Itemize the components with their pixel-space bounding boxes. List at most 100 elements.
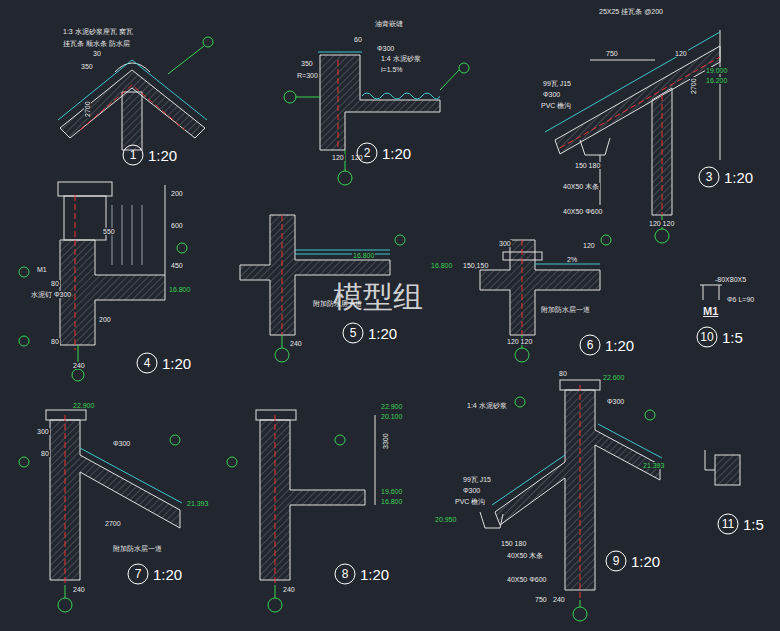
annotation-text: 30	[92, 50, 102, 57]
detail-number: 4	[144, 357, 151, 369]
detail-circle: 11	[717, 513, 739, 535]
elevation-mark: 22.900	[380, 403, 403, 410]
scale-text: 1:20	[148, 148, 177, 163]
scale-text: 1:20	[605, 338, 634, 353]
detail-number: 11	[722, 518, 734, 530]
elevation-mark: 19.600	[380, 488, 403, 495]
annotation-text: 25X25 挂瓦条 @200	[598, 8, 664, 15]
elevation-mark: 16.800	[168, 286, 191, 293]
annotation-text: 350	[80, 63, 94, 70]
annotation-text: 2700	[84, 100, 91, 118]
detail-number: 9	[613, 555, 620, 567]
annotation-text: 99瓦 J15	[542, 80, 572, 87]
annotation-text: M1	[36, 266, 48, 273]
annotation-text: 附加防水层一道	[540, 306, 591, 313]
annotation-text: 水泥钉 Φ300	[30, 291, 72, 298]
detail-circle: 3	[698, 166, 720, 188]
detail-index: 111:5	[717, 513, 764, 535]
detail-circle: 6	[579, 334, 601, 356]
annotation-text: 450	[170, 262, 184, 269]
scale-text: 1:20	[153, 567, 182, 582]
annotation-text: 80	[50, 280, 60, 287]
annotation-text: 1:3 水泥砂浆座瓦 窝瓦	[62, 28, 134, 35]
annotation-text: 240	[72, 586, 86, 593]
annotation-text: Φ300	[462, 487, 481, 494]
detail-circle: 1	[122, 144, 144, 166]
annotation-text: 40X50 木条	[506, 552, 544, 559]
annotation-text: 80	[558, 370, 568, 377]
annotation-text: 150 180	[500, 540, 527, 547]
annotation-text: 300	[36, 428, 50, 435]
annotation-text: 120 120	[648, 220, 675, 227]
elevation-mark: 16.200	[705, 77, 728, 84]
scale-text: 1:20	[382, 146, 411, 161]
annotation-text: 挂瓦条 顺水条 防水层	[62, 40, 131, 47]
detail-circle: 4	[136, 352, 158, 374]
detail-index: 3 1:20	[698, 166, 753, 188]
annotation-text: 120	[331, 154, 345, 161]
scale-text: 1:20	[368, 326, 397, 341]
annotation-text: 300	[498, 240, 512, 247]
annotation-text: 600	[170, 222, 184, 229]
detail-index: 1 1:20	[122, 144, 177, 166]
detail-number: 8	[342, 568, 349, 580]
detail-number: 5	[350, 327, 357, 339]
scale-text: 1:20	[162, 356, 191, 371]
annotation-text: Φ300	[542, 91, 561, 98]
annotation-text: 40X50 Φ600	[506, 576, 547, 583]
detail-number: 7	[135, 568, 142, 580]
annotation-text: Φ300	[376, 45, 395, 52]
annotation-text: 2700	[690, 77, 697, 95]
annotation-text: 40X50 Φ600	[562, 208, 603, 215]
detail-circle: 7	[127, 563, 149, 585]
elevation-mark: 16.800	[430, 262, 453, 269]
annotation-text: 350	[300, 60, 314, 67]
detail-number: 2	[364, 147, 371, 159]
annotation-text: 550	[102, 228, 116, 235]
annotation-text: 油膏嵌缝	[374, 20, 404, 27]
annotation-text: 99瓦 J15	[462, 476, 492, 483]
annotation-text: PVC 檐沟	[454, 498, 486, 505]
annotation-text: 150 180	[574, 162, 601, 169]
annotation-text: M1	[702, 306, 719, 317]
annotation-text: 1:4 水泥砂浆	[466, 402, 508, 409]
elevation-mark: 22.900	[72, 402, 95, 409]
annotation-text: 750	[605, 50, 619, 57]
annotation-text: 80	[40, 450, 50, 457]
annotation-text: 3300	[382, 432, 389, 450]
detail-index: 101:5	[696, 326, 743, 348]
detail-circle: 10	[696, 326, 718, 348]
annotation-text: R=300	[296, 72, 319, 79]
elevation-mark: 20.100	[380, 413, 403, 420]
annotation-text: 附加防水层一道	[112, 545, 163, 552]
annotation-text: 200	[170, 190, 184, 197]
annotation-text: 40X50 木条	[562, 183, 600, 190]
scale-text: 1:20	[360, 567, 389, 582]
detail-index: 2 1:20	[356, 142, 411, 164]
elevation-mark: 21.393	[186, 500, 209, 507]
elevation-mark: 20.950	[434, 516, 457, 523]
scale-text: 1:20	[631, 554, 660, 569]
detail-index: 6 1:20	[579, 334, 634, 356]
detail-index: 5 1:20	[342, 322, 397, 344]
annotation-text: 240	[282, 586, 296, 593]
annotation-text: 240	[289, 340, 303, 347]
annotation-text: Φ300	[606, 398, 625, 405]
detail-index: 7 1:20	[127, 563, 182, 585]
detail-circle: 8	[334, 563, 356, 585]
elevation-mark: 22.600	[602, 374, 625, 381]
annotation-text: 750	[534, 596, 548, 603]
annotation-text: 2%	[566, 256, 578, 263]
annotation-text: 120	[582, 242, 596, 249]
detail-circle: 9	[605, 550, 627, 572]
detail-number: 6	[587, 339, 594, 351]
annotation-text: Φ6 L=90	[726, 296, 755, 303]
detail-index: 4 1:20	[136, 352, 191, 374]
annotation-text: 240	[72, 362, 86, 369]
detail-circle: 5	[342, 322, 364, 344]
scale-text: 1:20	[724, 170, 753, 185]
detail-index: 8 1:20	[334, 563, 389, 585]
annotation-text: 80	[50, 338, 60, 345]
detail-number: 1	[130, 149, 137, 161]
annotation-text: 200	[98, 316, 112, 323]
